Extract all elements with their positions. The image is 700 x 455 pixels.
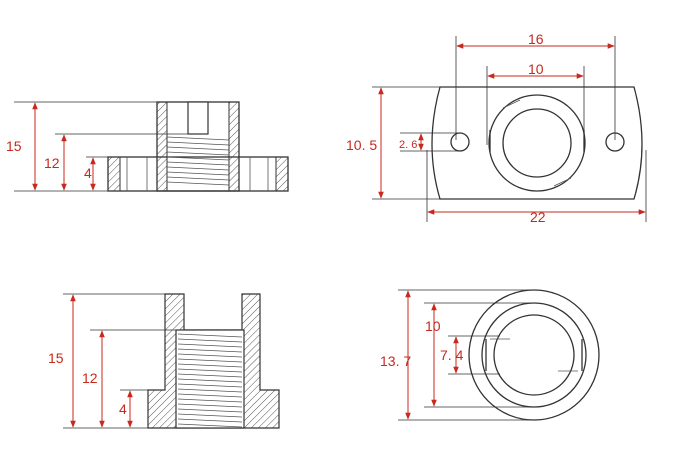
thread-lines (177, 333, 243, 428)
thread-line (177, 398, 243, 403)
inner-bore (502, 108, 572, 178)
side-view-top-left (107, 101, 289, 192)
dim-outer-diameter: 13. 7 (380, 353, 411, 369)
dims-bottom-right: 13. 7 10 7. 4 (380, 289, 534, 421)
thread-line (177, 358, 243, 363)
thread-line (177, 338, 243, 343)
dims-top-right: 16 10 10. 5 2. 6 22 (346, 31, 647, 225)
dim-hole-diameter: 2. 6 (399, 139, 417, 151)
thread-line (177, 343, 243, 348)
dim-plate-width: 22 (530, 209, 546, 225)
dim-thread-height: 12 (44, 155, 60, 171)
dim-inner-diameter: 7. 4 (440, 347, 464, 363)
outer-circle (468, 289, 600, 421)
thread-line (177, 363, 243, 368)
dim-total-height: 15 (6, 138, 22, 154)
slot-circle (481, 302, 587, 408)
thread-line (166, 136, 230, 141)
thread-line (177, 413, 243, 418)
dim-slot-width: 10 (425, 318, 441, 334)
thread-line (166, 156, 230, 161)
thread-line (166, 181, 230, 186)
dims-bottom-left: 15 12 4 (48, 293, 176, 429)
thread-line (166, 166, 230, 171)
thread-line (166, 176, 230, 181)
thread-line (177, 418, 243, 423)
thread-line (177, 408, 243, 413)
thread-line (166, 146, 230, 151)
plate-outline (431, 86, 643, 200)
thread-line (177, 388, 243, 393)
thread-line (166, 171, 230, 176)
front-view-top-right (431, 86, 643, 200)
section-view-bottom-left (147, 293, 280, 429)
thread-line (177, 353, 243, 358)
dim-hole-spacing: 16 (528, 31, 544, 47)
flange-outline (107, 156, 289, 192)
thread-line (166, 151, 230, 156)
dim-bore-width: 10 (528, 61, 544, 77)
outer-bore (488, 94, 586, 192)
thread-line (177, 333, 243, 338)
top-view-bottom-right (468, 289, 600, 421)
thread-line (177, 383, 243, 388)
thread-lines (166, 136, 230, 186)
dim-total-height: 15 (48, 350, 64, 366)
dim-flange-height: 4 (119, 401, 127, 417)
left-hole (450, 132, 470, 152)
thread-line (166, 161, 230, 166)
inner-circle (493, 314, 575, 396)
thread-line (166, 141, 230, 146)
thread-line (177, 378, 243, 383)
thread-line (177, 348, 243, 353)
thread-line (177, 373, 243, 378)
dim-flange-height: 4 (84, 165, 92, 181)
dims-top-left: 15 12 4 (6, 101, 188, 192)
thread-line (177, 423, 243, 428)
thread-line (177, 403, 243, 408)
dim-thread-height: 12 (82, 370, 98, 386)
thread-line (177, 393, 243, 398)
thread-line (177, 368, 243, 373)
dim-plate-height: 10. 5 (346, 137, 377, 153)
